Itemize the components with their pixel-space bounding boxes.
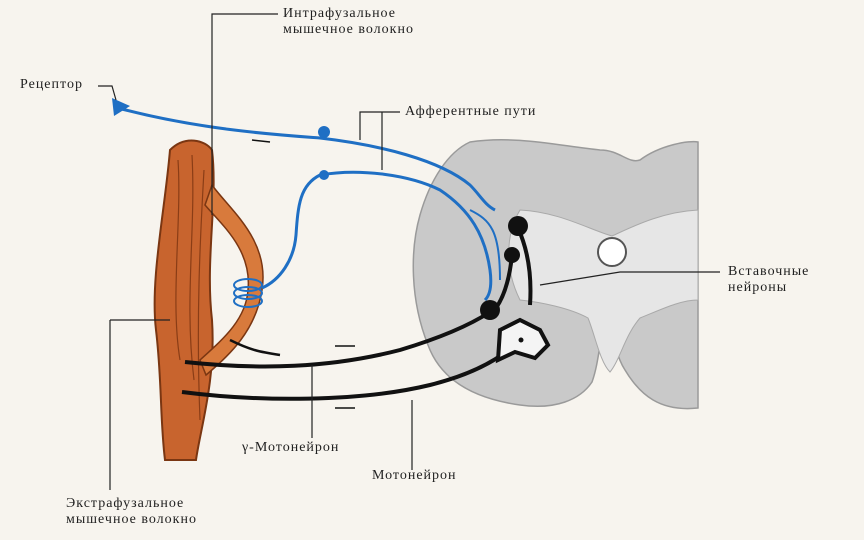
label-interneurons-line1: Вставочные [728,264,810,279]
direction-arrows [251,139,355,409]
afferent-pathways [117,106,501,302]
spinal-cord-section [412,138,699,410]
label-intrafusal-fiber: Интрафузальное мышечное волокно [283,6,414,38]
intrafusal-muscle [199,183,264,377]
label-intrafusal-line2: мышечное волокно [283,22,414,37]
spinal-cord-grey-matter [508,209,699,373]
label-extrafusal-fiber: Экстрафузальное мышечное волокно [66,496,197,528]
label-intrafusal-line1: Интрафузальное [283,6,396,21]
label-extrafusal-line1: Экстрафузальное [66,496,185,511]
leader-lines [98,13,720,490]
label-interneurons: Вставочные нейроны [728,264,809,296]
label-afferent-pathways: Афферентные пути [405,104,537,119]
extrafusal-muscle [153,139,215,461]
label-extrafusal-line2: мышечное волокно [66,512,197,527]
gamma-motoneuron-body [480,300,500,320]
interneuron-lower [504,247,520,263]
label-interneurons-line2: нейроны [728,280,788,295]
label-receptor: Рецептор [20,77,83,92]
receptor-ending [112,98,130,116]
interneuron-upper [508,216,528,236]
label-motoneuron: Мотонейрон [372,468,457,483]
label-gamma-motoneuron: γ-Мотонейрон [242,440,340,455]
central-canal [597,237,627,267]
